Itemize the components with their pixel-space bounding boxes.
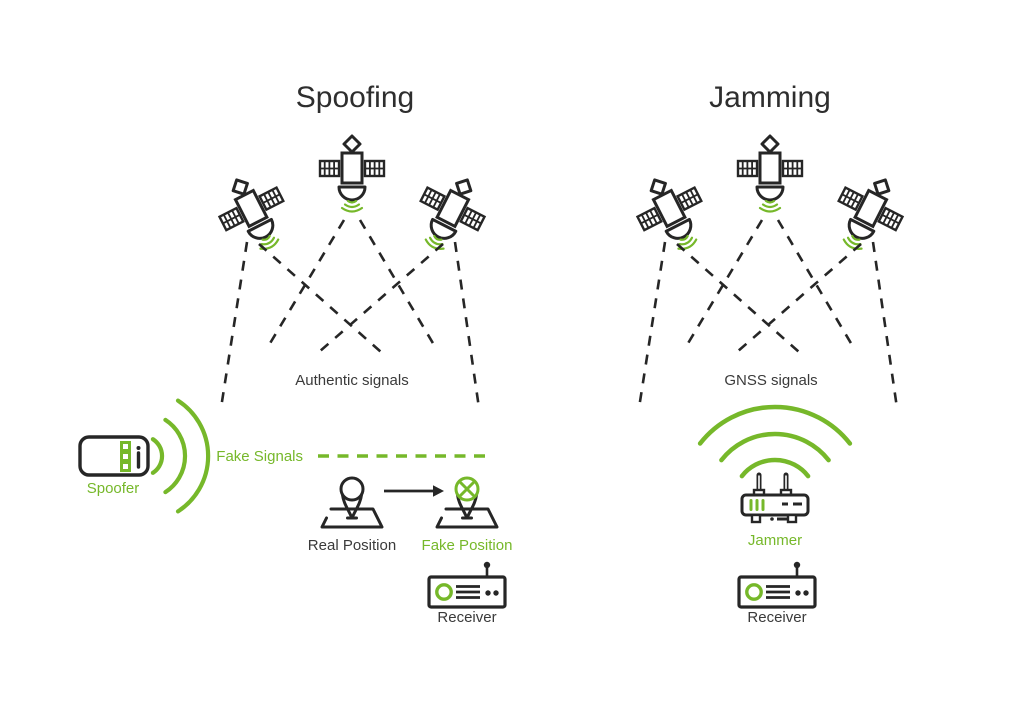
receiver-device-icon: [737, 560, 817, 609]
satellite-icon: [736, 134, 804, 213]
fake-position-label: Fake Position: [422, 537, 513, 554]
authentic-signals-label: Authentic signals: [295, 372, 408, 389]
real-position-label: Real Position: [308, 537, 396, 554]
jamming-title: Jamming: [709, 81, 831, 114]
receiver-label: Receiver: [437, 609, 496, 626]
jammer-label: Jammer: [748, 532, 802, 549]
satellite-icon: [821, 163, 916, 264]
satellite-icon: [318, 134, 386, 213]
satellite-icon: [403, 163, 498, 264]
wifi-waves-icon: [697, 404, 853, 479]
receiver-device-icon: [427, 560, 507, 609]
map-pin-icon: [435, 476, 499, 529]
gnss-signal-beams: [637, 219, 899, 409]
satellite-icon: [206, 163, 301, 264]
jammer-device-icon: [740, 472, 810, 524]
spoofer-device-icon: [78, 435, 150, 477]
spoofer-label: Spoofer: [87, 480, 140, 497]
receiver-label: Receiver: [747, 609, 806, 626]
spoofing-title: Spoofing: [296, 81, 414, 114]
wifi-waves-icon: [150, 398, 211, 514]
gnss-signals-label: GNSS signals: [724, 372, 817, 389]
authentic-signal-beams: [219, 219, 481, 409]
arrow-right-icon: [384, 485, 444, 497]
satellite-icon: [624, 163, 719, 264]
fake-signals-label: Fake Signals: [216, 448, 303, 465]
map-pin-icon: [320, 476, 384, 529]
